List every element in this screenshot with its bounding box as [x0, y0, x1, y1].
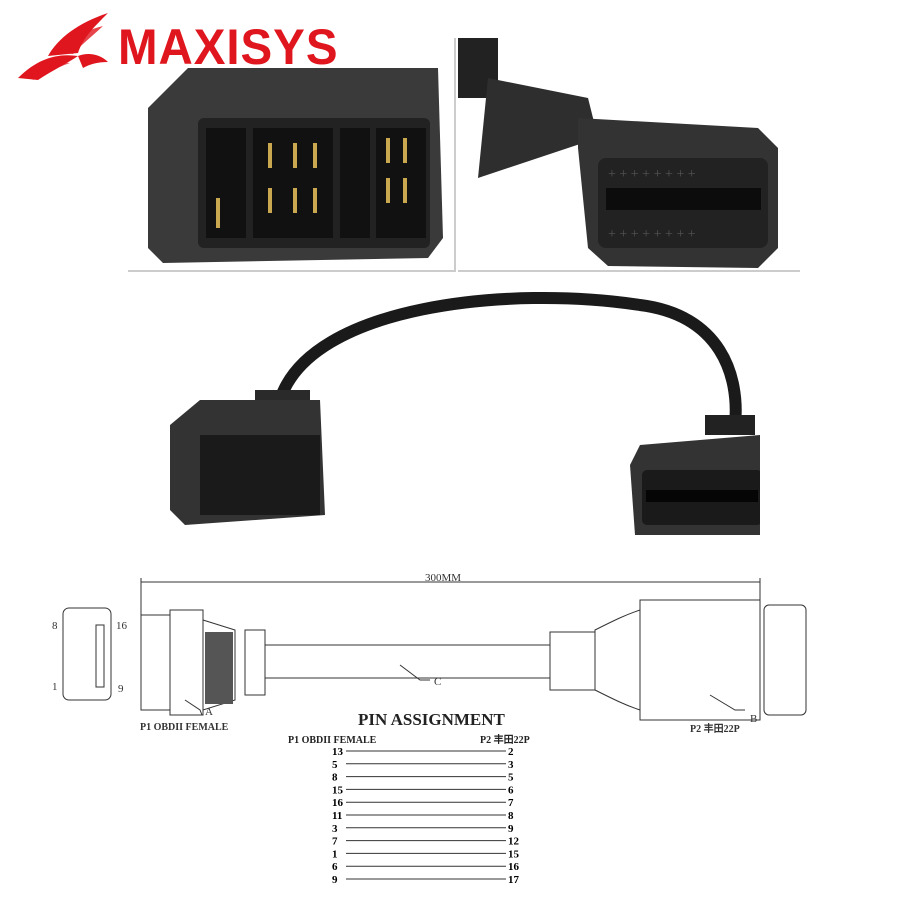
- pin-label-1: 1: [52, 681, 58, 693]
- pin-p1: 16: [332, 797, 344, 809]
- pin-p2: 7: [508, 797, 514, 809]
- pin-label-9: 9: [118, 683, 124, 695]
- pin-row: 15 6: [332, 784, 514, 796]
- pin-p1: 7: [332, 836, 338, 848]
- pin-p2: 2: [508, 746, 514, 758]
- brand-logo-text: MAXISYS: [118, 19, 339, 75]
- pin-row: 6 16: [332, 861, 520, 873]
- pin-row: 16 7: [332, 797, 514, 809]
- pin-p2: 15: [508, 848, 520, 860]
- technical-diagram: 300MM 8 16 1 9 A C B P1 OBDII FEMALE P2 …: [52, 572, 807, 735]
- pin-p2: 6: [508, 784, 514, 796]
- pin-p2: 9: [508, 823, 514, 835]
- pin-label-16: 16: [116, 620, 128, 632]
- col-header-p2: P2 丰田22P: [480, 733, 530, 746]
- eagle-logo-icon: [18, 13, 108, 80]
- pin-p1: 8: [332, 772, 338, 784]
- pin-assignment-title: PIN ASSIGNMENT: [358, 710, 506, 729]
- pin-label-8: 8: [52, 620, 58, 632]
- pin-assignment-table: PIN ASSIGNMENT P1 OBDII FEMALE P2 丰田22P …: [288, 710, 530, 886]
- pin-row: 13 2: [332, 746, 514, 758]
- pin-p2: 5: [508, 772, 514, 784]
- pin-p1: 3: [332, 823, 338, 835]
- p2-label: P2 丰田22P: [690, 722, 740, 735]
- pin-p1: 11: [332, 810, 342, 822]
- pin-row: 1 15: [332, 848, 520, 860]
- pin-p2: 3: [508, 759, 514, 771]
- pin-row: 9 17: [332, 874, 520, 886]
- pin-p1: 9: [332, 874, 338, 886]
- callout-a: A: [205, 706, 213, 718]
- 22p-pinout-face: [763, 604, 807, 716]
- p1-label: P1 OBDII FEMALE: [140, 722, 229, 733]
- pin-p1: 15: [332, 784, 344, 796]
- connector-grip: [205, 632, 233, 704]
- photo-obd-female-connector: + + + + + + + + + + + + + + + +: [458, 38, 800, 272]
- pin-p2: 16: [508, 861, 520, 873]
- pin-p1: 1: [332, 848, 338, 860]
- svg-text:+ + + + + + + +: + + + + + + + +: [608, 227, 696, 242]
- length-label: 300MM: [425, 572, 461, 584]
- callout-b: B: [750, 713, 757, 725]
- callout-c: C: [434, 676, 441, 688]
- photo-22p-connector: [128, 38, 456, 272]
- pin-p2: 8: [508, 810, 514, 822]
- obd-pinout-face: [62, 607, 112, 701]
- pin-p2: 17: [508, 874, 520, 886]
- pin-row: 7 12: [332, 836, 520, 848]
- svg-text:+ + + + + + + +: + + + + + + + +: [608, 167, 696, 182]
- pin-row: 11 8: [332, 810, 514, 822]
- pin-p1: 13: [332, 746, 344, 758]
- pin-p2: 12: [508, 836, 520, 848]
- col-header-p1: P1 OBDII FEMALE: [288, 735, 377, 746]
- photo-cable-assembly: [170, 291, 760, 535]
- pin-p1: 6: [332, 861, 338, 873]
- pin-p1: 5: [332, 759, 338, 771]
